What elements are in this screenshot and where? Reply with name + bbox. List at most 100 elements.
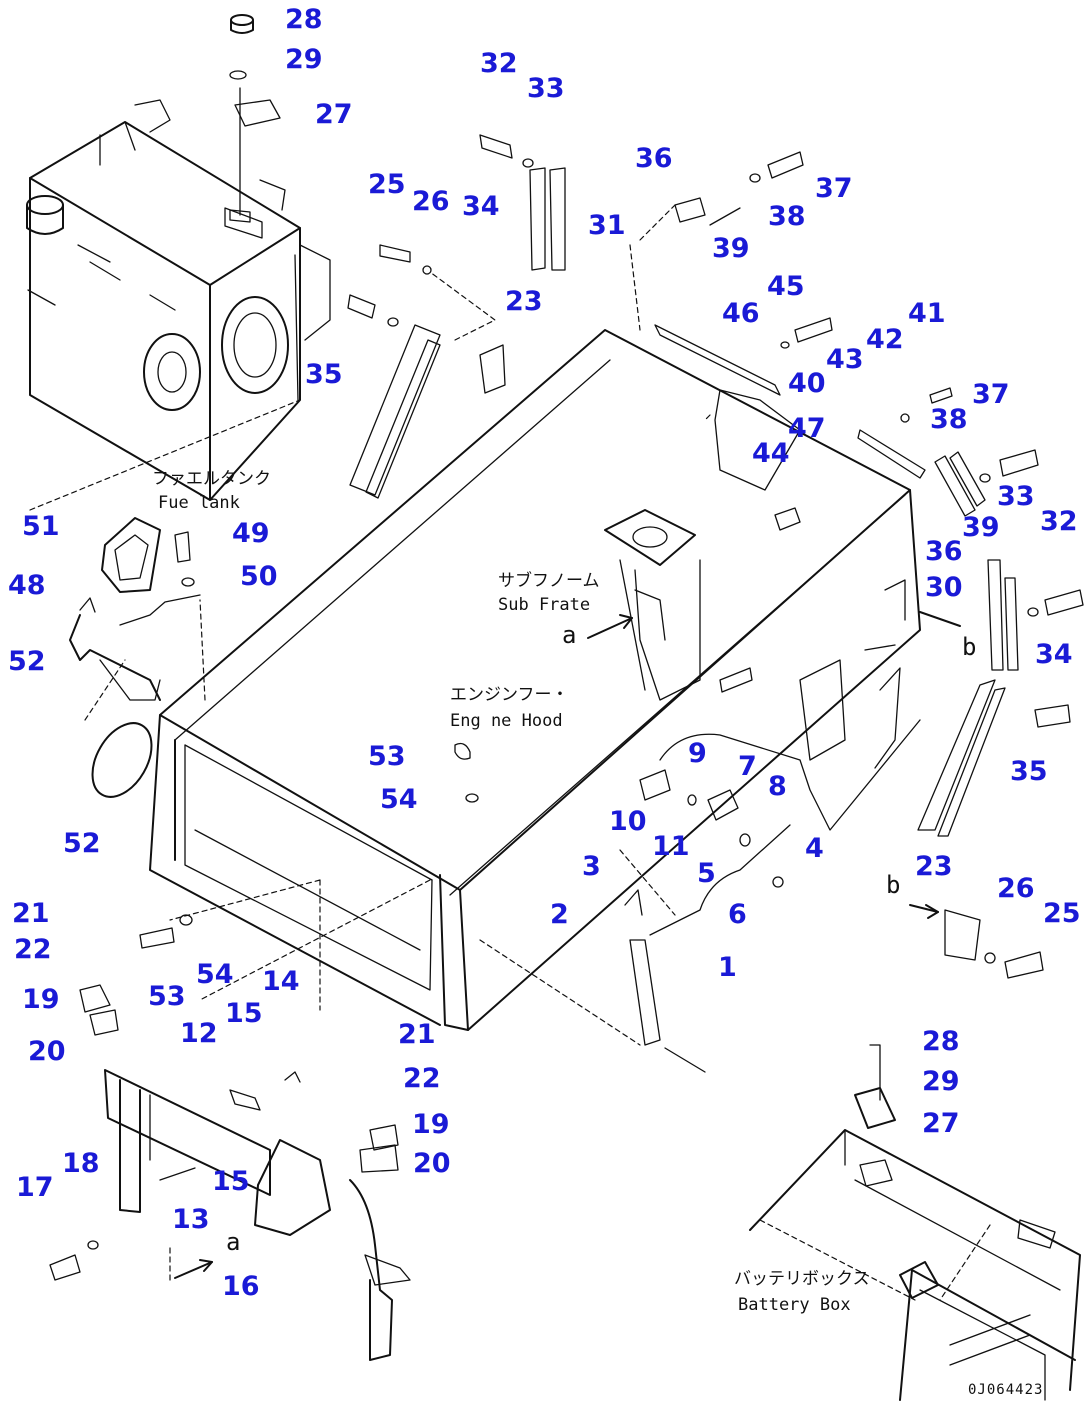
part-label: 39 [712,233,750,264]
part-label: 20 [413,1148,451,1179]
part-label: 37 [972,379,1010,410]
part-label: 25 [1043,898,1081,929]
part-label: 36 [635,143,673,174]
part-label: 34 [1035,639,1073,670]
part-label: 45 [767,271,805,302]
part-label: 36 [925,536,963,567]
part-label: 35 [305,359,343,390]
drawing-number: 0J064423 [968,1382,1043,1398]
part-label: 37 [815,173,853,204]
reference-letter-a: a [562,621,576,649]
left-parts-drawing [69,517,201,798]
part-label: 26 [997,873,1035,904]
sub-frame-caption-jp: サブフノーム [498,570,600,591]
part-label: 19 [22,984,60,1015]
fuel-tank-caption-en: Fue lank [158,493,240,513]
part-label: 27 [315,99,353,130]
part-label: 11 [652,831,690,862]
part-label: 48 [8,570,46,601]
part-label: 21 [398,1019,436,1050]
part-label: 33 [997,481,1035,512]
part-label: 23 [915,851,953,882]
part-label: 39 [962,512,1000,543]
part-label: 50 [240,561,278,592]
part-label: 19 [412,1109,450,1140]
part-label: 42 [866,324,904,355]
part-label: 1 [718,952,737,983]
part-label: 7 [738,751,757,782]
part-label: 54 [196,959,234,990]
part-label: 23 [505,286,543,317]
part-label: 35 [1010,756,1048,787]
part-label: 3 [582,851,601,882]
fasteners-drawing [139,134,1084,1073]
part-label: 14 [262,966,300,997]
battery-box-drawing [749,1044,1081,1401]
battery-box-caption-jp: バッテリボックス [734,1269,870,1289]
part-label: 26 [412,186,450,217]
part-label: 12 [180,1018,218,1049]
reference-arrows [174,611,961,1279]
line-art [26,14,1084,1401]
part-label: 31 [588,210,626,241]
part-label: 5 [697,858,716,889]
part-label: 52 [63,828,101,859]
reference-letter-b: b [886,871,900,899]
captions: ファエルタンク Fue lank サブフノーム Sub Frate エンジンフー… [152,469,1043,1398]
part-label: 29 [285,44,323,75]
part-label: 28 [922,1026,960,1057]
bracket-assembly-drawing [49,984,411,1361]
part-label: 53 [368,741,406,772]
part-label: 16 [222,1271,260,1302]
part-label: 13 [172,1204,210,1235]
part-label: 2 [550,899,569,930]
reference-letter-b: b [962,633,976,661]
part-label: 34 [462,191,500,222]
part-label: 4 [805,833,824,864]
leader-lines [29,204,991,1301]
part-label: 18 [62,1148,100,1179]
part-label: 22 [14,934,52,965]
reference-letter-a: a [226,1228,240,1256]
part-label: 17 [16,1172,54,1203]
part-label: 40 [788,368,826,399]
part-label: 6 [728,899,747,930]
part-label: 41 [908,298,946,329]
part-label: 25 [368,169,406,200]
fuel-tank-drawing [26,14,331,501]
part-label: 44 [752,438,790,469]
part-label: 52 [8,646,46,677]
part-label: 15 [225,998,263,1029]
engine-hood-caption-en: Eng ne Hood [450,711,563,731]
part-label: 30 [925,572,963,603]
part-label: 27 [922,1108,960,1139]
part-label: 15 [212,1166,250,1197]
part-label: 38 [768,201,806,232]
part-label: 32 [480,48,518,79]
part-label: 46 [722,298,760,329]
part-label: 49 [232,518,270,549]
part-label: 28 [285,4,323,35]
sub-frame-drawing [604,509,701,701]
part-label: 33 [527,73,565,104]
battery-box-caption-en: Battery Box [738,1295,851,1315]
part-label: 29 [922,1066,960,1097]
part-label: 38 [930,404,968,435]
part-labels: 28 29 27 32 33 36 37 38 39 34 31 25 26 2… [8,4,1081,1302]
hinge-parts-drawing [349,167,1019,961]
part-label: 43 [826,344,864,375]
fuel-tank-caption-jp: ファエルタンク [152,469,271,489]
part-label: 10 [609,806,647,837]
part-label: 47 [788,413,826,444]
engine-hood-caption-jp: エンジンフー・ [450,685,569,705]
sub-frame-caption-en: Sub Frate [498,595,590,615]
part-label: 21 [12,898,50,929]
part-label: 51 [22,511,60,542]
part-label: 53 [148,981,186,1012]
part-label: 20 [28,1036,66,1067]
engine-hood-drawing [149,329,921,1031]
part-label: 8 [768,771,787,802]
part-label: 32 [1040,506,1078,537]
part-label: 54 [380,784,418,815]
